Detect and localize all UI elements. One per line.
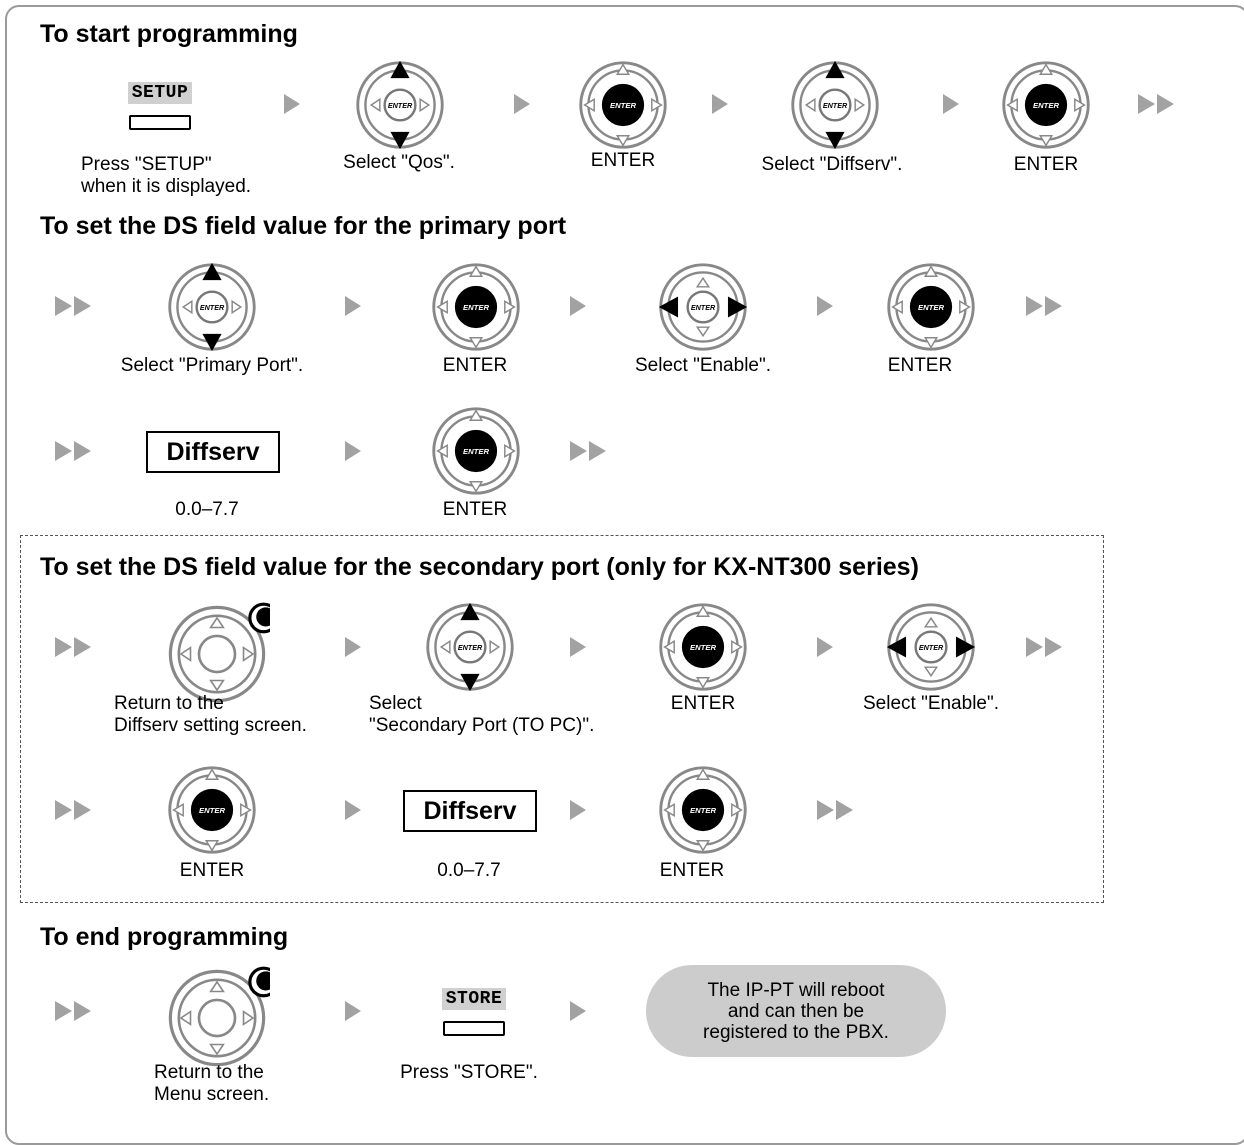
caption-select-diffserv: Select "Diffserv". <box>761 154 903 175</box>
caption-return-menu-2: Menu screen. <box>154 1084 270 1105</box>
display-diffserv: Diffserv <box>403 790 537 832</box>
caption-range: 0.0–7.7 <box>175 499 239 520</box>
navigator-key-enter-icon[interactable] <box>655 599 751 695</box>
heading-primary-port: To set the DS field value for the primar… <box>40 212 567 240</box>
caption-return-diffserv-1: Return to the <box>114 693 224 714</box>
display-diffserv: Diffserv <box>146 431 280 473</box>
caption-range: 0.0–7.7 <box>437 860 501 881</box>
caption-enter: ENTER <box>659 860 725 881</box>
reboot-note: The IP-PT will reboot and can then be re… <box>646 965 946 1057</box>
navigator-key-enter-icon[interactable] <box>575 57 671 153</box>
caption-select-qos: Select "Qos". <box>343 152 455 173</box>
caption-return-diffserv-2: Diffserv setting screen. <box>114 715 307 736</box>
caption-press-setup-2: when it is displayed. <box>81 176 252 197</box>
caption-select-primary-port: Select "Primary Port". <box>120 355 304 376</box>
arrow-right-icon <box>712 94 728 114</box>
navigator-key-cancel-icon[interactable] <box>164 965 270 1071</box>
navigator-key-enter-icon[interactable] <box>998 57 1094 153</box>
caption-press-setup-1: Press "SETUP" <box>81 154 212 175</box>
store-key-button[interactable] <box>443 1021 505 1036</box>
navigator-key-updown-icon[interactable] <box>422 599 518 695</box>
heading-secondary-port: To set the DS field value for the second… <box>40 553 919 581</box>
double-arrow-right-icon <box>55 1001 95 1021</box>
arrow-right-icon <box>514 94 530 114</box>
caption-enter: ENTER <box>670 693 736 714</box>
navigator-key-cancel-icon[interactable] <box>164 601 270 707</box>
setup-key-button[interactable] <box>129 115 191 130</box>
navigator-key-updown-icon[interactable] <box>164 259 260 355</box>
arrow-right-icon <box>570 800 586 820</box>
double-arrow-right-icon <box>570 441 610 461</box>
double-arrow-right-icon <box>1026 296 1066 316</box>
arrow-right-icon <box>284 94 300 114</box>
double-arrow-right-icon <box>55 637 95 657</box>
navigator-key-enter-icon[interactable] <box>164 762 260 858</box>
caption-select-secondary-1: Select <box>369 693 422 714</box>
navigator-key-updown-icon[interactable] <box>787 57 883 153</box>
navigator-key-updown-icon[interactable] <box>352 57 448 153</box>
arrow-right-icon <box>570 296 586 316</box>
setup-key-label: SETUP <box>128 82 192 104</box>
secondary-port-section-box <box>20 535 1104 903</box>
reboot-note-line-2: and can then be <box>727 1000 865 1022</box>
double-arrow-right-icon <box>1138 94 1178 114</box>
navigator-key-enter-icon[interactable] <box>883 259 979 355</box>
arrow-right-icon <box>817 637 833 657</box>
caption-enter: ENTER <box>442 355 508 376</box>
reboot-note-line-3: registered to the PBX. <box>703 1021 889 1043</box>
navigator-key-enter-icon[interactable] <box>428 403 524 499</box>
caption-select-secondary-2: "Secondary Port (TO PC)". <box>369 715 595 736</box>
arrow-right-icon <box>345 296 361 316</box>
heading-start-programming: To start programming <box>40 20 298 48</box>
arrow-right-icon <box>943 94 959 114</box>
arrow-right-icon <box>345 800 361 820</box>
navigator-key-enter-icon[interactable] <box>428 259 524 355</box>
arrow-right-icon <box>345 1001 361 1021</box>
navigator-key-leftright-icon[interactable] <box>883 599 979 695</box>
caption-press-store: Press "STORE". <box>400 1062 538 1083</box>
reboot-note-line-1: The IP-PT will reboot <box>707 979 885 1001</box>
arrow-right-icon <box>345 441 361 461</box>
caption-enter: ENTER <box>887 355 953 376</box>
double-arrow-right-icon <box>55 441 95 461</box>
arrow-right-icon <box>345 637 361 657</box>
navigator-key-leftright-icon[interactable] <box>655 259 751 355</box>
store-key[interactable]: STORE <box>442 988 506 1036</box>
caption-enter: ENTER <box>1013 154 1079 175</box>
caption-return-menu-1: Return to the <box>154 1062 264 1083</box>
double-arrow-right-icon <box>55 296 95 316</box>
double-arrow-right-icon <box>55 800 95 820</box>
caption-enter: ENTER <box>179 860 245 881</box>
heading-end-programming: To end programming <box>40 923 289 951</box>
caption-enter: ENTER <box>590 150 656 171</box>
arrow-right-icon <box>570 1001 586 1021</box>
arrow-right-icon <box>570 637 586 657</box>
caption-select-enable: Select "Enable". <box>862 693 1000 714</box>
setup-key[interactable]: SETUP <box>128 82 192 130</box>
double-arrow-right-icon <box>817 800 857 820</box>
arrow-right-icon <box>817 296 833 316</box>
double-arrow-right-icon <box>1026 637 1066 657</box>
caption-enter: ENTER <box>442 499 508 520</box>
store-key-label: STORE <box>442 988 506 1010</box>
caption-select-enable: Select "Enable". <box>634 355 772 376</box>
navigator-key-enter-icon[interactable] <box>655 762 751 858</box>
